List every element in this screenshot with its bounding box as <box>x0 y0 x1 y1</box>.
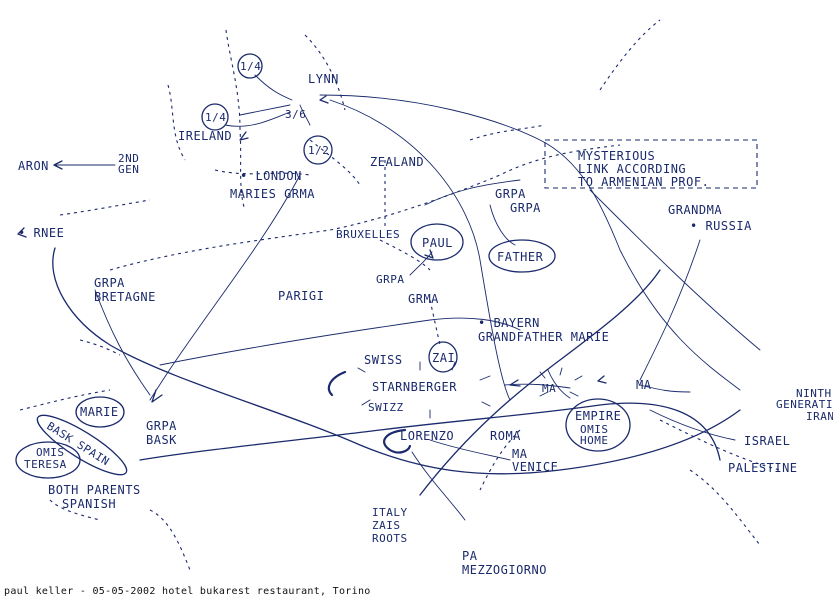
node-quarter-left <box>201 103 229 131</box>
node-omis-teresa <box>15 441 81 479</box>
label-aron: ARON <box>18 159 49 173</box>
connection-lines <box>52 74 761 521</box>
label-zai: ZAI <box>432 351 455 365</box>
node-half <box>303 135 333 165</box>
node-zai <box>428 341 458 373</box>
label-mysterious-1: MYSTERIOUS <box>578 149 655 163</box>
mysterious-link-box <box>544 139 758 189</box>
node-bask-spain <box>36 414 128 476</box>
label-mezzogiorno: MEZZOGIORNO <box>462 563 547 577</box>
label-grma: GRMA <box>408 292 439 306</box>
label-grpa-bask-2: BASK <box>146 433 177 447</box>
node-quarter-top <box>237 53 263 79</box>
node-paul <box>410 223 464 261</box>
footer-caption: paul keller - 05-05-2002 hotel bukarest … <box>4 586 371 597</box>
label-rnee: • RNEE <box>18 226 64 240</box>
label-marie: MARIE <box>80 405 119 419</box>
label-roma: ROMA <box>490 429 521 443</box>
label-lynn: LYNN <box>308 72 339 86</box>
label-spanish: SPANISH <box>62 497 116 511</box>
label-parigi: PARIGI <box>278 289 324 303</box>
label-ninth: NINTH <box>796 387 832 400</box>
label-zais: ZAIS <box>372 519 401 532</box>
label-maries-grma: MARIES GRMA <box>230 187 315 201</box>
label-bayern: • BAYERN <box>478 316 540 330</box>
label-paul: PAUL <box>422 236 453 250</box>
node-father <box>488 239 556 273</box>
label-ma-venice-1: MA <box>512 447 528 461</box>
label-empire-home: HOME <box>580 434 609 447</box>
label-mysterious-2: LINK ACCORDING <box>578 162 686 176</box>
label-zealand: ZEALAND <box>370 155 424 169</box>
label-empire: EMPIRE <box>575 409 621 423</box>
label-grpa-top-1: GRPA <box>495 187 526 201</box>
label-quarter-top: 1/4 <box>240 60 261 73</box>
label-half: 1/2 <box>308 144 329 157</box>
label-ireland: IRELAND <box>178 129 232 143</box>
label-omis: OMIS <box>36 446 65 459</box>
label-pa: PA <box>462 549 478 563</box>
label-london: • LONDON <box>240 169 302 183</box>
label-bruxelles: BRUXELLES <box>336 228 400 241</box>
node-marie <box>75 396 125 428</box>
label-father: FATHER <box>497 250 544 264</box>
label-israel: ISRAEL <box>744 434 790 448</box>
arrowheads <box>17 95 607 403</box>
label-grpa-bretagne-2: BRETAGNE <box>94 290 156 304</box>
label-gen: GEN <box>118 163 139 176</box>
label-russia: • RUSSIA <box>690 219 752 233</box>
label-quarter-left: 1/4 <box>205 111 226 124</box>
label-swiss: SWISS <box>364 353 403 367</box>
label-iran: IRAN <box>806 410 833 423</box>
labels: ARON 2ND GEN 1/4 1/4 1/2 IRELAND LYNN 3/… <box>18 60 833 577</box>
label-grpa-bretagne-1: GRPA <box>94 276 125 290</box>
label-uncle: 3/6 <box>285 108 306 121</box>
label-starnberger: STARNBERGER <box>372 380 457 394</box>
label-generation: GENERATION <box>776 398 833 411</box>
node-empire <box>565 398 631 452</box>
label-grandma: GRANDMA <box>668 203 722 217</box>
label-2nd: 2ND <box>118 152 139 165</box>
label-empire-omis: OMIS <box>580 423 609 436</box>
label-grpa-top-2: GRPA <box>510 201 541 215</box>
label-both-parents: BOTH PARENTS <box>48 483 141 497</box>
label-grpa-bask-1: GRPA <box>146 419 177 433</box>
circled-nodes <box>15 53 631 479</box>
label-lorenzo: LORENZO <box>400 429 454 443</box>
hatched-borders <box>19 19 781 571</box>
label-grandfather-marie: GRANDFATHER MARIE <box>478 330 609 344</box>
starnberger-rays <box>357 361 491 419</box>
label-teresa: TERESA <box>24 458 67 471</box>
ma-sun-marker <box>539 367 583 397</box>
label-swizz: SWIZZ <box>368 401 404 414</box>
label-roots: ROOTS <box>372 532 408 545</box>
label-italy: ITALY <box>372 506 408 519</box>
label-ma-venice-2: VENICE <box>512 460 558 474</box>
label-grpa-paul: GRPA <box>376 273 405 286</box>
label-ma-left: MA <box>542 382 556 395</box>
label-ma-right: MA <box>636 378 652 392</box>
label-palestine: PALESTINE <box>728 461 798 475</box>
label-mysterious-3: TO ARMENIAN PROF. <box>578 175 709 189</box>
